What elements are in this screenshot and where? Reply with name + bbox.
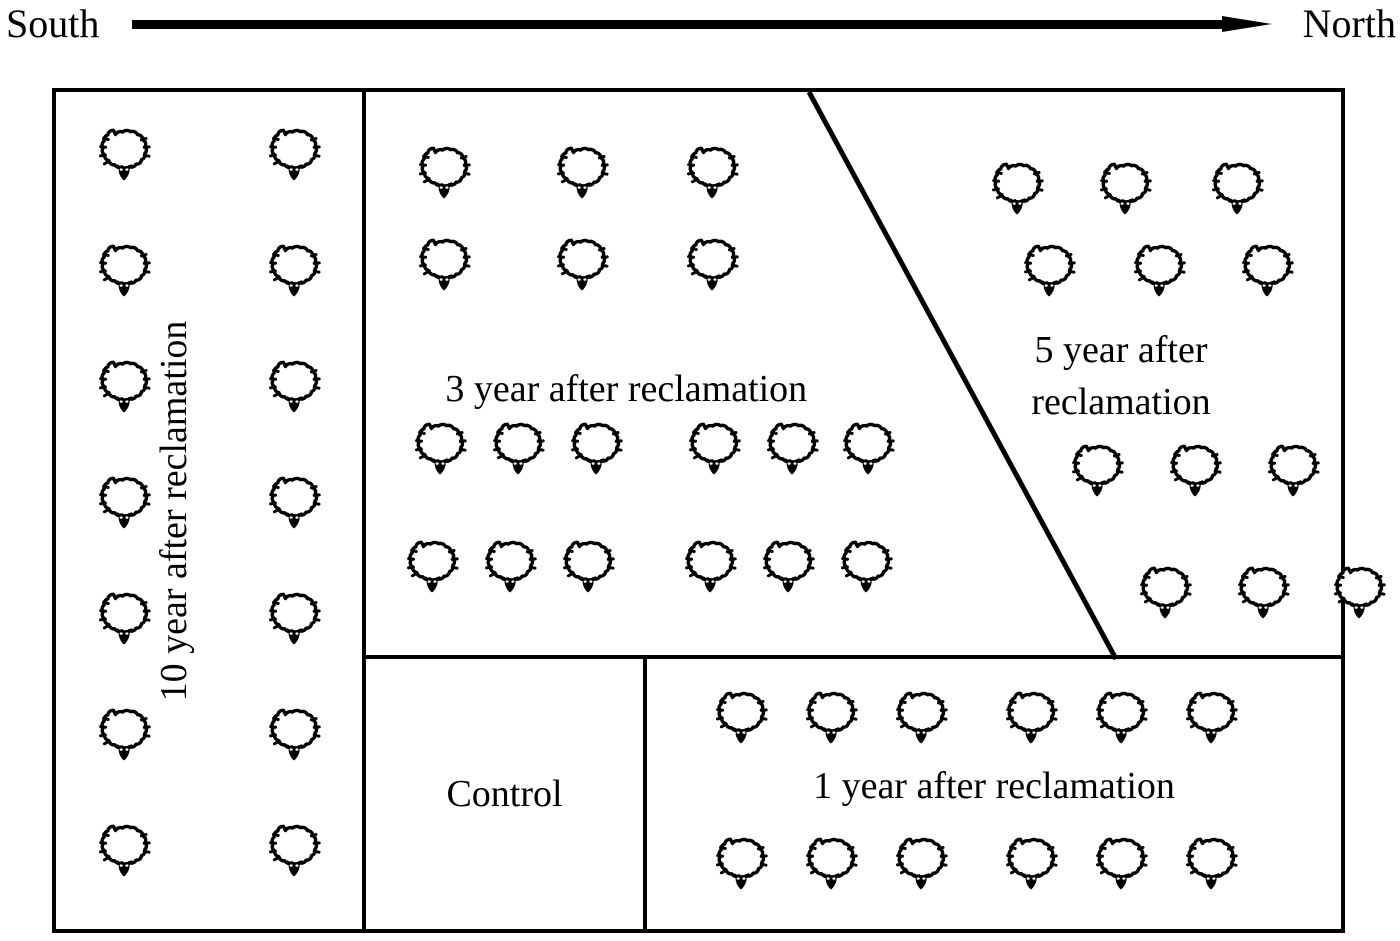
sheep-icon [1333, 566, 1387, 628]
sheep-icon [98, 476, 152, 538]
sheep-icon [1005, 691, 1059, 753]
sheep-icon [1185, 837, 1239, 899]
sheep-icon [1185, 691, 1239, 753]
sheep-icon [98, 244, 152, 306]
sheep-icon [268, 592, 322, 654]
sheep-icon [715, 691, 769, 753]
sheep-icon [268, 244, 322, 306]
sheep-icon [688, 422, 742, 484]
plot-region-10-year: 10 year after reclamation [56, 92, 362, 929]
sheep-icon [1023, 244, 1077, 306]
divider-diagonal [806, 90, 1119, 661]
sheep-icon [686, 238, 740, 300]
sheep-icon [686, 146, 740, 208]
sheep-icon [98, 824, 152, 886]
sheep-icon [268, 476, 322, 538]
sheep-icon [991, 162, 1045, 224]
sheep-icon [98, 592, 152, 654]
sheep-icon [762, 540, 816, 602]
plot-frame: 10 year after reclamation 3 year after r… [52, 88, 1386, 933]
sheep-icon [805, 837, 859, 899]
sheep-icon [556, 146, 610, 208]
plot-region-control: Control [366, 659, 643, 929]
plot-region-5-year: 5 year after reclamation [901, 92, 1386, 655]
sheep-icon [840, 540, 894, 602]
sheep-icon [98, 708, 152, 770]
plot-label-10-year: 10 year after reclamation [153, 320, 195, 701]
sheep-icon [684, 540, 738, 602]
sheep-icon [268, 128, 322, 190]
sheep-icon [766, 422, 820, 484]
sheep-icon [895, 691, 949, 753]
plot-label-5-year: 5 year after reclamation [1031, 329, 1211, 423]
plot-label-1-year: 1 year after reclamation [813, 765, 1175, 807]
south-label: South [6, 1, 100, 46]
sheep-icon [98, 128, 152, 190]
plot-region-1-year: 1 year after reclamation [647, 659, 1341, 929]
plot-region-3-year: 3 year after reclamation [366, 92, 901, 655]
direction-indicator: South North [0, 0, 1400, 62]
divider-vertical-left [362, 92, 366, 929]
divider-horizontal-bottom [362, 655, 1341, 659]
sheep-icon [418, 146, 472, 208]
sheep-icon [418, 238, 472, 300]
plot-label-control: Control [446, 773, 563, 815]
sheep-icon [556, 238, 610, 300]
sheep-icon [484, 540, 538, 602]
plot-label-3-year: 3 year after reclamation [445, 368, 808, 410]
sheep-icon [492, 422, 546, 484]
sheep-icon [715, 837, 769, 899]
sheep-icon [1211, 162, 1265, 224]
sheep-icon [1241, 244, 1295, 306]
sheep-icon [1099, 162, 1153, 224]
sheep-icon [268, 824, 322, 886]
right-arrow-icon [132, 16, 1272, 32]
sheep-icon [1095, 837, 1149, 899]
sheep-icon [414, 422, 468, 484]
sheep-icon [1267, 444, 1321, 506]
sheep-icon [1005, 837, 1059, 899]
sheep-icon [895, 837, 949, 899]
sheep-icon [1133, 244, 1187, 306]
sheep-icon [406, 540, 460, 602]
sheep-icon [1169, 444, 1223, 506]
sheep-icon [562, 540, 616, 602]
sheep-icon [268, 360, 322, 422]
sheep-icon [1237, 566, 1291, 628]
divider-vertical-control [643, 659, 647, 929]
north-label: North [1302, 1, 1396, 46]
sheep-icon [805, 691, 859, 753]
sheep-icon [570, 422, 624, 484]
sheep-icon [1071, 444, 1125, 506]
sheep-icon [268, 708, 322, 770]
sheep-icon [1095, 691, 1149, 753]
sheep-icon [842, 422, 896, 484]
sheep-icon [98, 360, 152, 422]
sheep-icon [1139, 566, 1193, 628]
